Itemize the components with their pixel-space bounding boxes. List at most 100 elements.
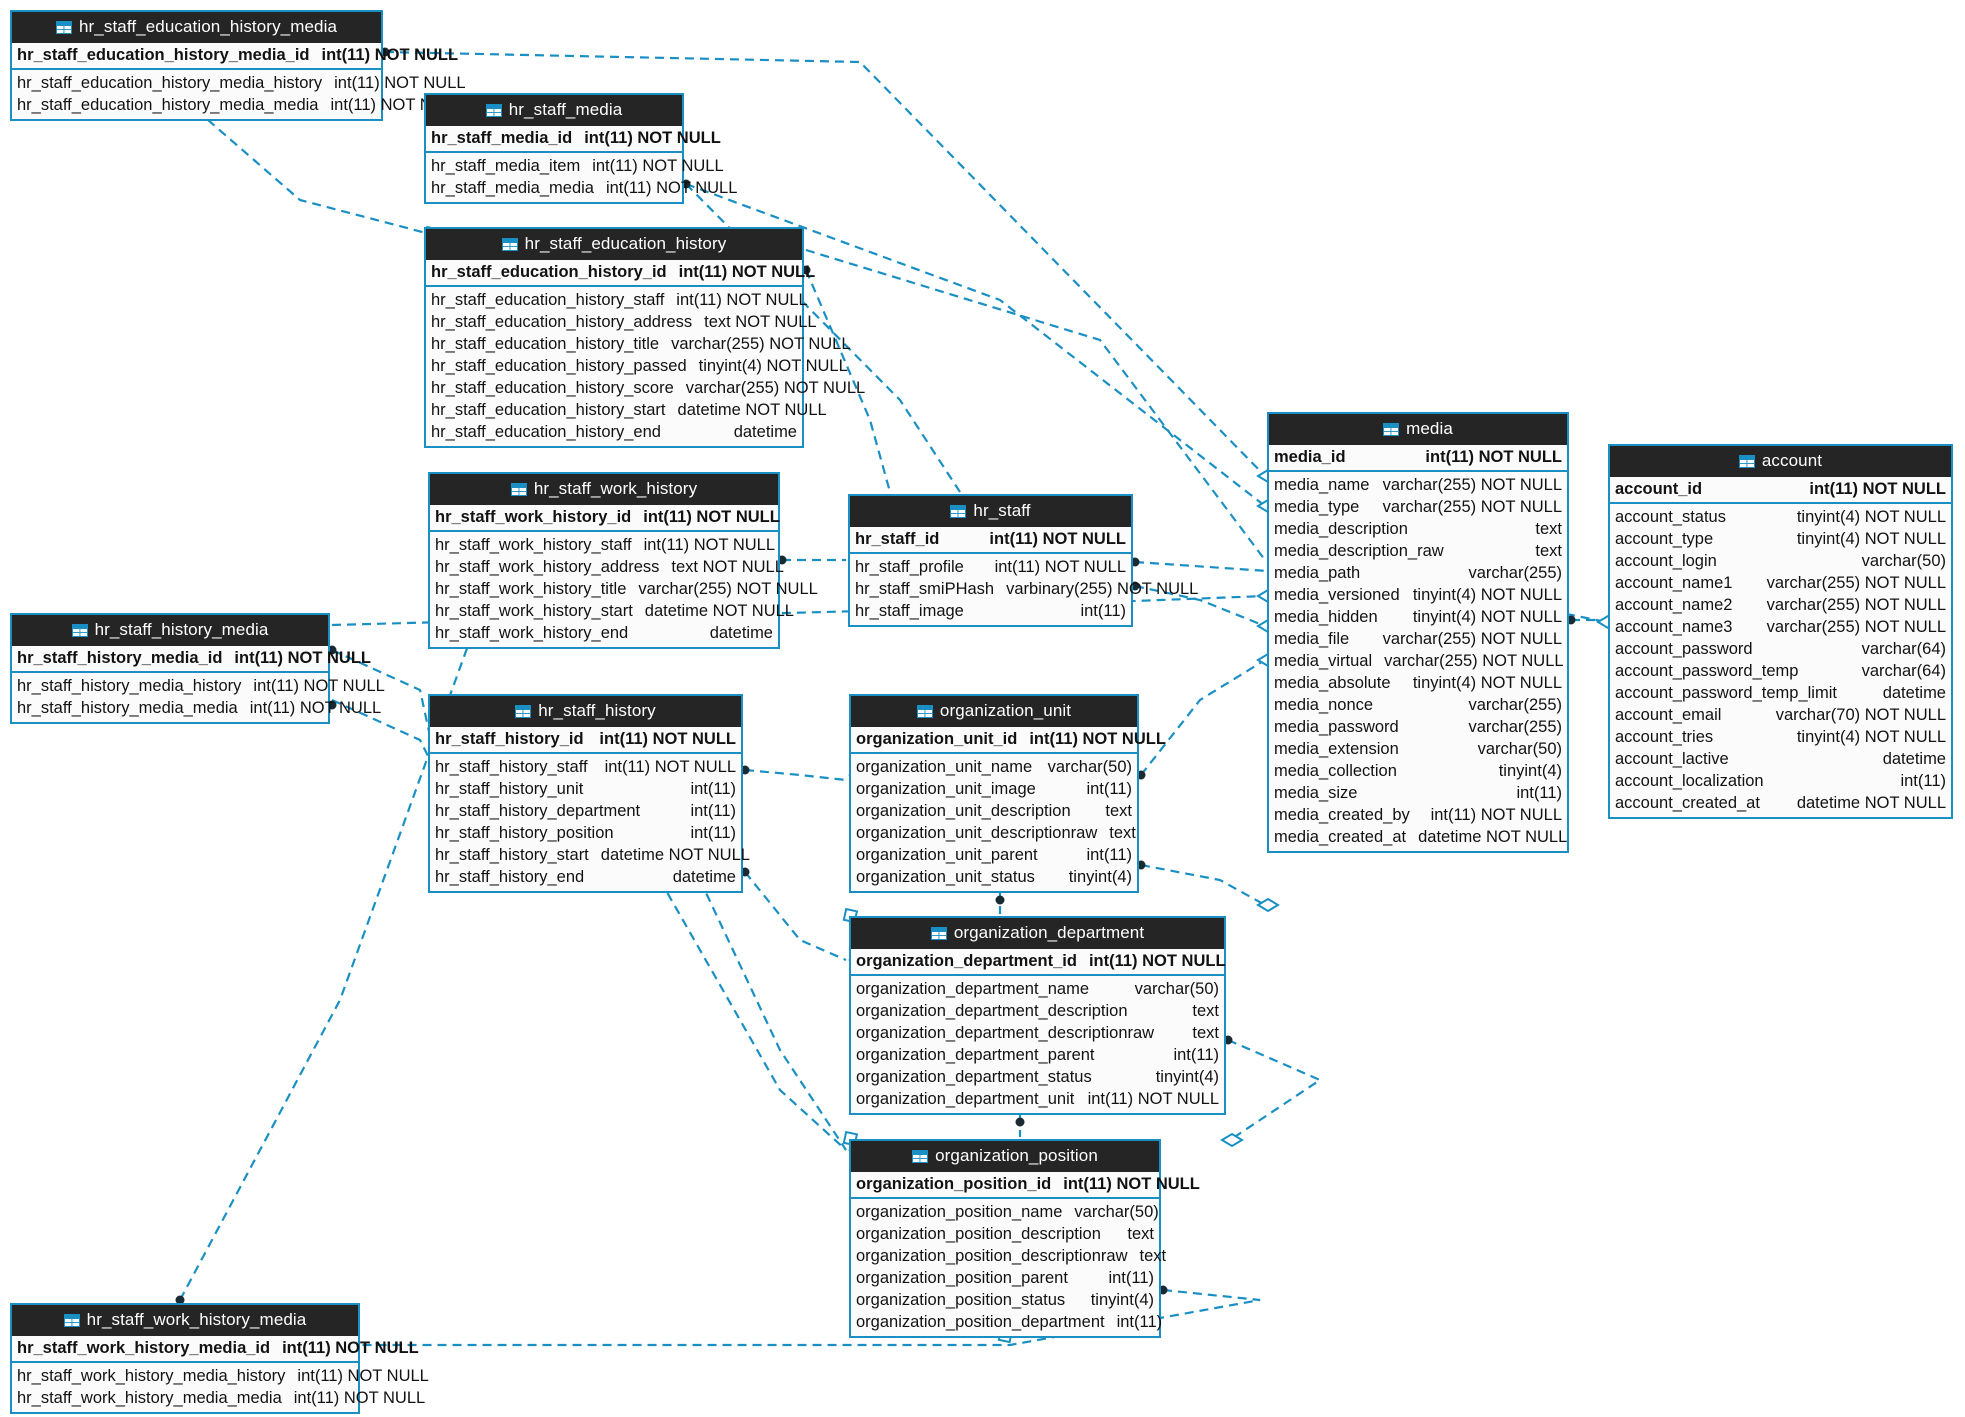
table-header-organization_department[interactable]: organization_department xyxy=(851,918,1224,949)
column-row[interactable]: hr_staff_education_history_media_history… xyxy=(12,72,466,94)
table-header-organization_unit[interactable]: organization_unit xyxy=(851,696,1137,727)
table-header-hr_staff_history[interactable]: hr_staff_history xyxy=(430,696,741,727)
table-header-hr_staff_history_media[interactable]: hr_staff_history_media xyxy=(12,615,328,646)
table-header-media[interactable]: media xyxy=(1269,414,1567,445)
table-header-organization_position[interactable]: organization_position xyxy=(851,1141,1159,1172)
table-header-hr_staff[interactable]: hr_staff xyxy=(850,496,1131,527)
table-organization_position[interactable]: organization_position organization_positi… xyxy=(849,1139,1200,1338)
table-header-hr_staff_education_history[interactable]: hr_staff_education_history xyxy=(426,229,802,260)
table-header-hr_staff_media[interactable]: hr_staff_media xyxy=(426,95,682,126)
table-header-hr_staff_work_history_media[interactable]: hr_staff_work_history_media xyxy=(12,1305,358,1336)
table-hr_staff_work_history_media[interactable]: hr_staff_work_history_media hr_staff_work… xyxy=(10,1303,429,1414)
